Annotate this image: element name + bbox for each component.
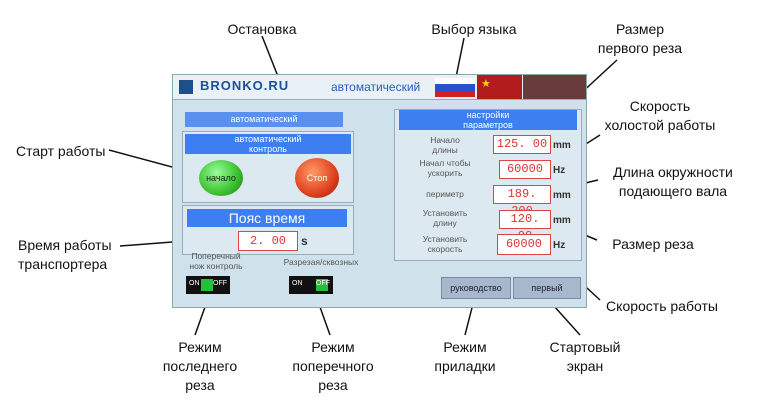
cross-cut-toggle[interactable]: ON OFF <box>289 276 333 294</box>
guide-button[interactable]: руководство <box>441 277 511 299</box>
mode-label: автоматический <box>331 80 421 94</box>
first-screen-button[interactable]: первый <box>513 277 581 299</box>
start-length-input[interactable]: 125. 00 <box>493 135 551 154</box>
belt-time-input[interactable]: 2. 00 <box>238 231 298 251</box>
hmi-screen: BRONKO.RU автоматический ★ автоматически… <box>172 74 587 308</box>
toggle-on-label: ON <box>189 280 200 287</box>
last-cut-toggle[interactable]: ON OFF <box>186 276 230 294</box>
belt-time-title: Пояс время <box>187 209 347 227</box>
param-unit: Hz <box>553 240 566 251</box>
param-unit: mm <box>553 190 571 201</box>
callout-stop: Остановка <box>227 21 297 37</box>
belt-time-unit: s <box>301 234 308 248</box>
callout-language: Выбор языка <box>431 21 517 37</box>
start-speed-input[interactable]: 60000 <box>499 160 551 179</box>
toggle-knob <box>201 279 213 291</box>
brand-logo: BRONKO.RU <box>200 78 290 93</box>
callout-start-work: Старт работы <box>16 143 106 159</box>
mode-bar: автоматический <box>185 112 343 127</box>
slit-through-label: Разрезая/сквозных <box>283 257 359 267</box>
flag-other-icon[interactable] <box>523 75 586 99</box>
toggle-on-label: ON <box>292 280 303 287</box>
set-length-input[interactable]: 120. 00 <box>499 210 551 243</box>
param-unit: mm <box>553 140 571 151</box>
callout-cut-size: Размер реза <box>612 236 694 252</box>
set-speed-input[interactable]: 60000 <box>497 234 551 255</box>
toggle-off-label: OFF <box>213 280 227 287</box>
param-unit: mm <box>553 215 571 226</box>
logo-icon <box>179 80 193 94</box>
screen-header: BRONKO.RU автоматический ★ <box>173 75 586 100</box>
start-button[interactable]: начало <box>199 160 243 196</box>
toggle-off-label: OFF <box>316 280 330 287</box>
param-label: периметр <box>426 189 464 199</box>
stop-button[interactable]: Стоп <box>295 158 339 198</box>
flag-cn-icon[interactable]: ★ <box>477 75 522 99</box>
param-unit: Hz <box>553 165 566 176</box>
toggle-knob <box>316 279 328 291</box>
callout-work-speed: Скорость работы <box>606 298 718 314</box>
flag-ru-icon[interactable] <box>435 78 475 97</box>
belt-time-box: Пояс время 2. 00 s <box>182 205 354 255</box>
perimeter-input[interactable]: 189. 200 <box>493 185 551 218</box>
